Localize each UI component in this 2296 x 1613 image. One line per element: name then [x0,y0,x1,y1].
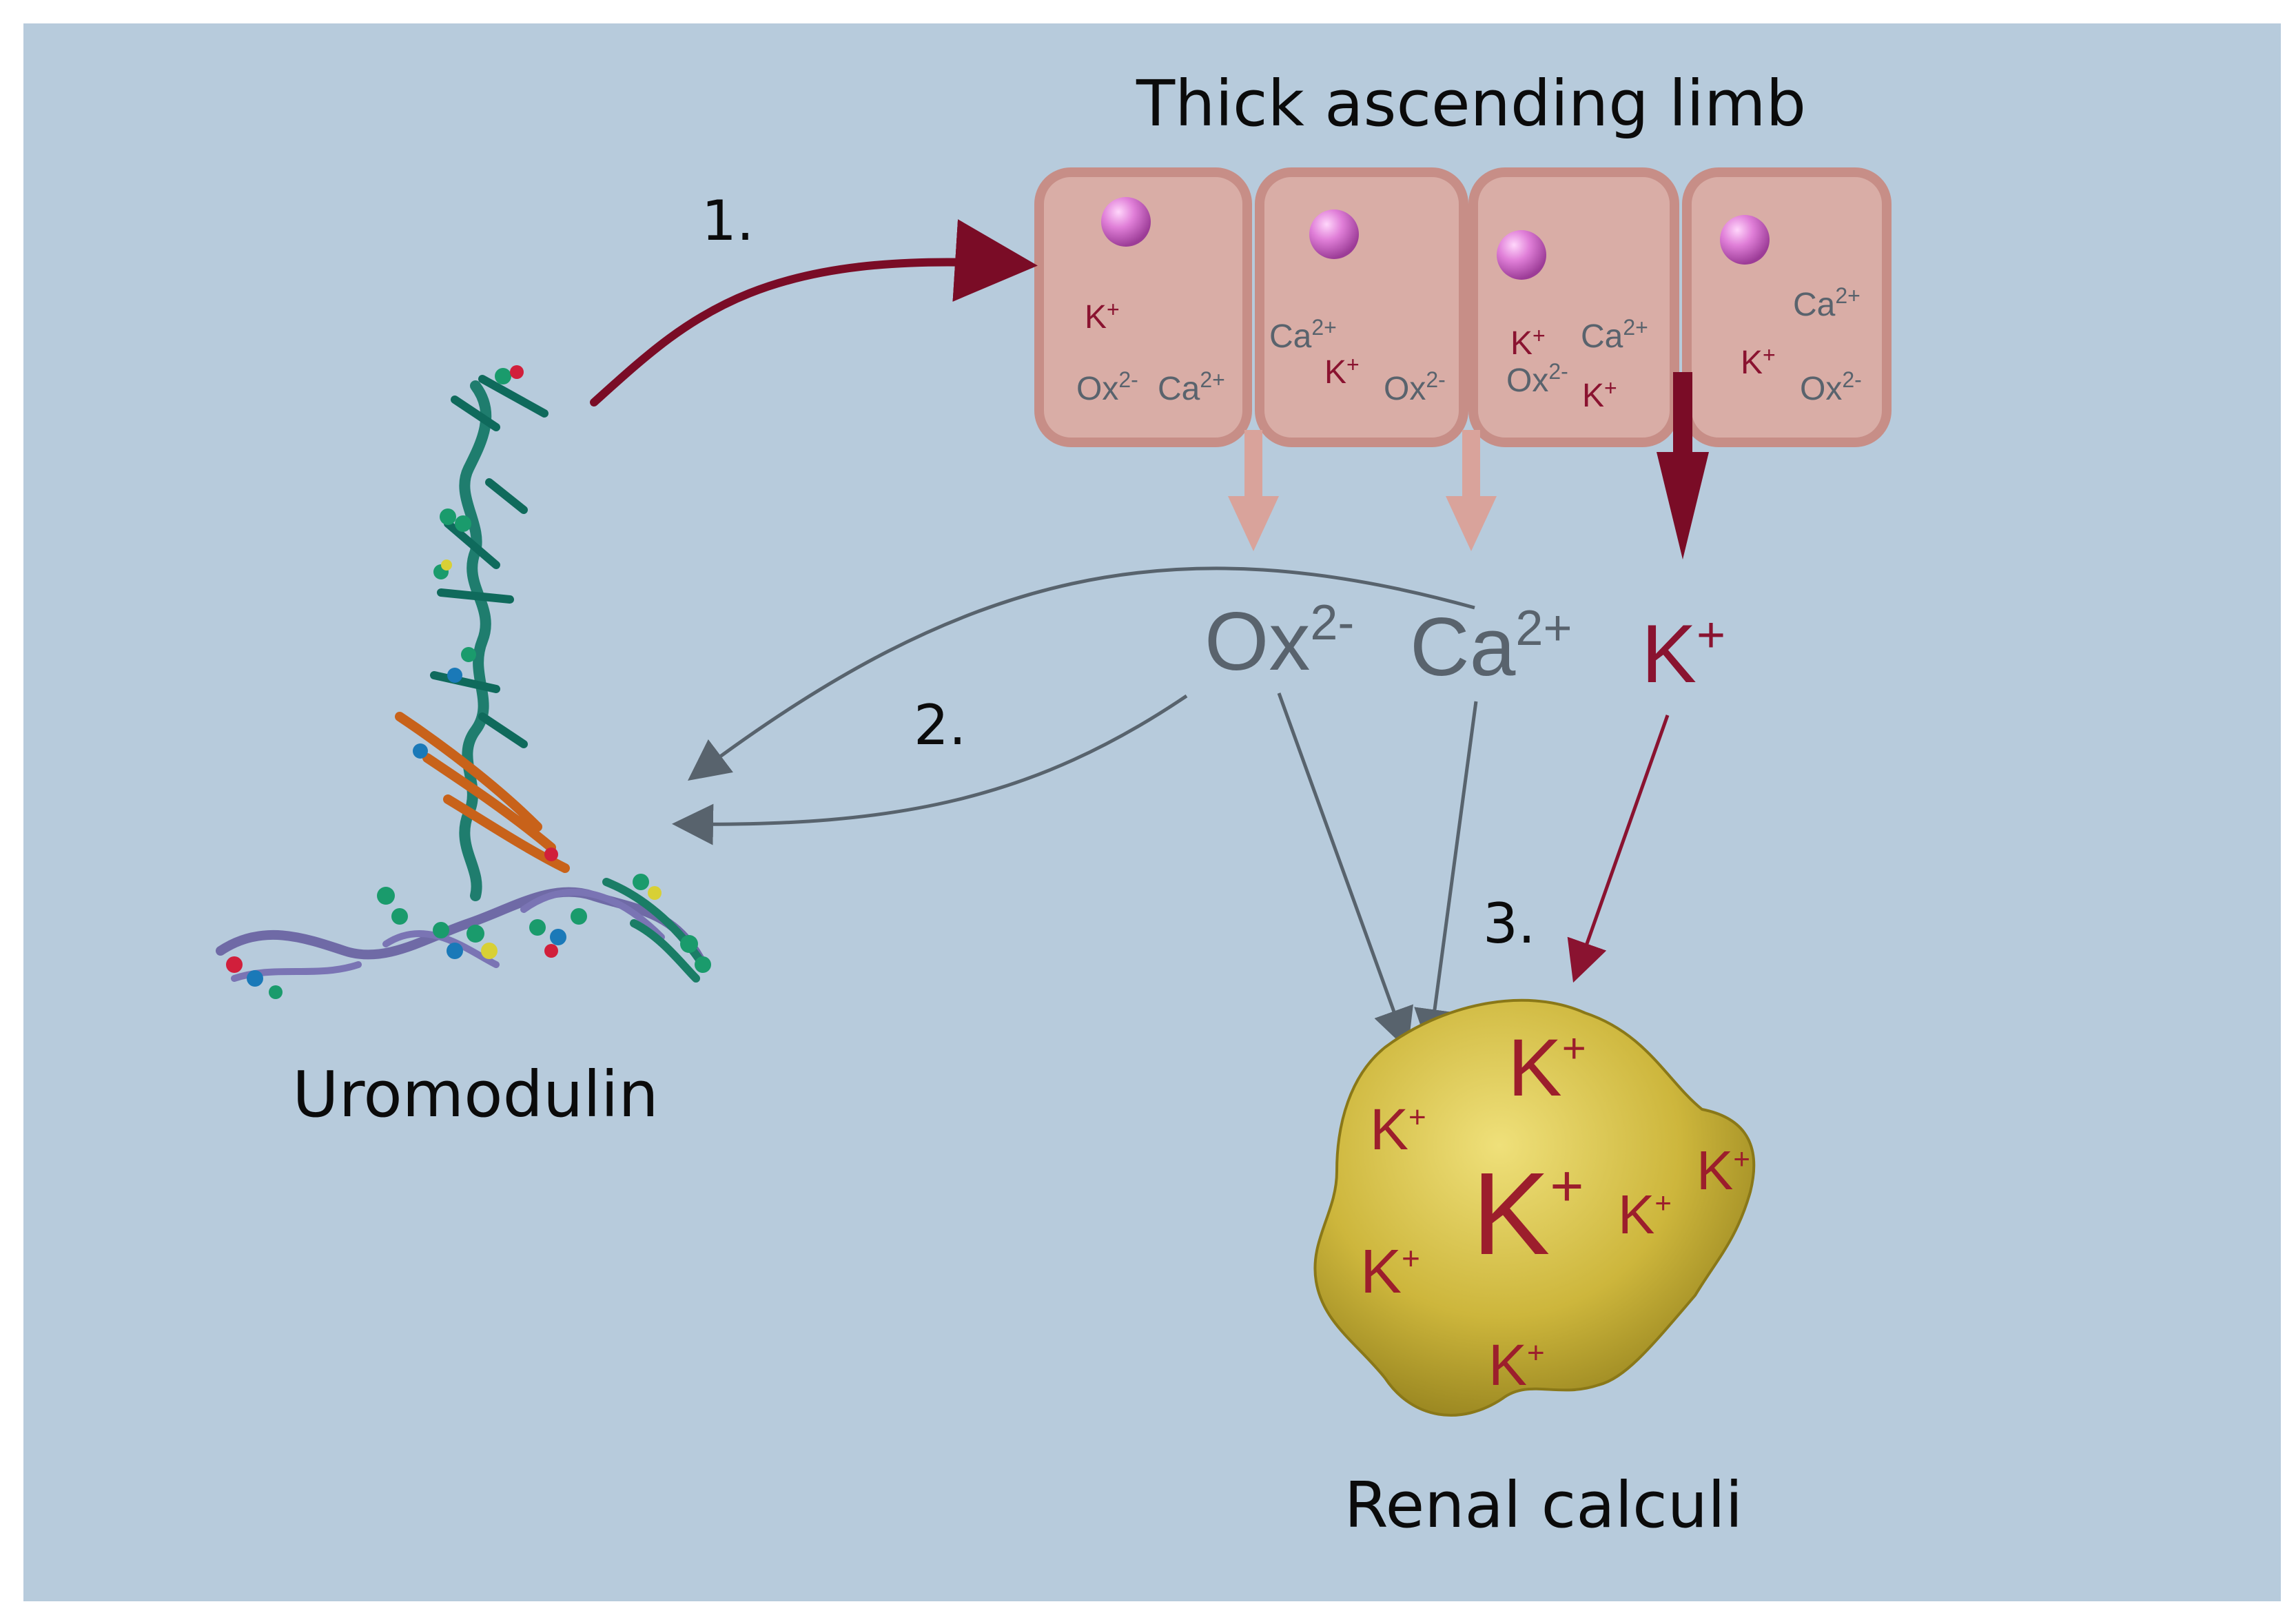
tubule-cell [1034,167,1252,447]
calcium-label: Ca2+ [1410,601,1572,693]
stone-potassium-label: K+ [1508,1023,1586,1113]
renal-calculus [1313,998,1756,1417]
glycan-beads [226,365,711,999]
vesicle-icon [1497,230,1546,280]
cell-oxalate-label: Ox2- [1800,367,1862,407]
cell-oxalate-label: Ox2- [1076,367,1138,407]
stone-potassium-label: K+ [1618,1184,1672,1245]
potassium-label: K+ [1641,608,1725,700]
vesicle-icon [1101,197,1151,247]
cell-potassium-label: K+ [1582,376,1617,414]
step-3-oxalate-arrow [1277,692,1413,1051]
stone-potassium-labels: K+ K+ K+ K+ K+ K+ K+ [1360,1023,1750,1397]
tubule-cell [1468,167,1679,447]
step-2-calcium-arrow [688,566,1475,781]
cell-potassium-label: K+ [1741,342,1776,381]
stone-potassium-label: K+ [1488,1333,1545,1397]
secretion-arrows [1228,372,1709,559]
step-3-calcium-arrow [1414,701,1478,1051]
step-3-potassium-arrow [1567,715,1670,983]
stone-potassium-label: K+ [1360,1237,1420,1306]
stone-potassium-label: K+ [1370,1097,1426,1162]
cell-calcium-label: Ca2+ [1581,315,1648,355]
calcium-secretion-arrowhead [1446,496,1497,551]
diagram-title: Thick ascending limb [1136,67,1806,141]
cell-oxalate-label: Ox2- [1384,367,1446,407]
lumen-ion-labels: Ox2- Ca2+ K+ [1205,595,1725,700]
cell-potassium-label: K+ [1085,297,1120,336]
oxalate-secretion-arrowhead [1228,496,1279,551]
step-3-label: 3. [1483,892,1535,956]
oxalate-label: Ox2- [1205,595,1354,688]
cell-potassium-label: K+ [1510,323,1546,362]
cell-calcium-label: Ca2+ [1269,315,1337,355]
cell-potassium-label: K+ [1324,352,1360,391]
cell-ion-labels: K+ Ox2- Ca2+ Ca2+ K+ Ox2- K+ Ca2+ Ox2- K… [1076,283,1862,414]
uromodulin-structure-illustration [216,375,708,983]
step-1-arrow [590,219,1038,407]
stone-potassium-label: K+ [1472,1149,1583,1280]
potassium-secretion-arrowhead [1657,452,1709,559]
calcium-secretion-arrow [1462,430,1480,499]
step-2-label: 2. [914,693,966,757]
potassium-secretion-arrow [1673,372,1692,455]
cell-oxalate-label: Ox2- [1506,359,1568,399]
vesicle-icon [1720,215,1770,265]
step-1-label: 1. [701,189,754,253]
tubule-cells [1034,167,1892,447]
tubule-cell [1255,167,1468,447]
stone-potassium-label: K+ [1697,1140,1750,1201]
uromodulin-label: Uromodulin [292,1058,658,1131]
oxalate-secretion-arrow [1244,430,1262,499]
cell-calcium-label: Ca2+ [1793,283,1861,323]
step-2-oxalate-arrow [672,694,1188,845]
cell-calcium-label: Ca2+ [1158,367,1225,407]
vesicle-icon [1309,209,1359,259]
renal-calculi-label: Renal calculi [1344,1468,1743,1542]
